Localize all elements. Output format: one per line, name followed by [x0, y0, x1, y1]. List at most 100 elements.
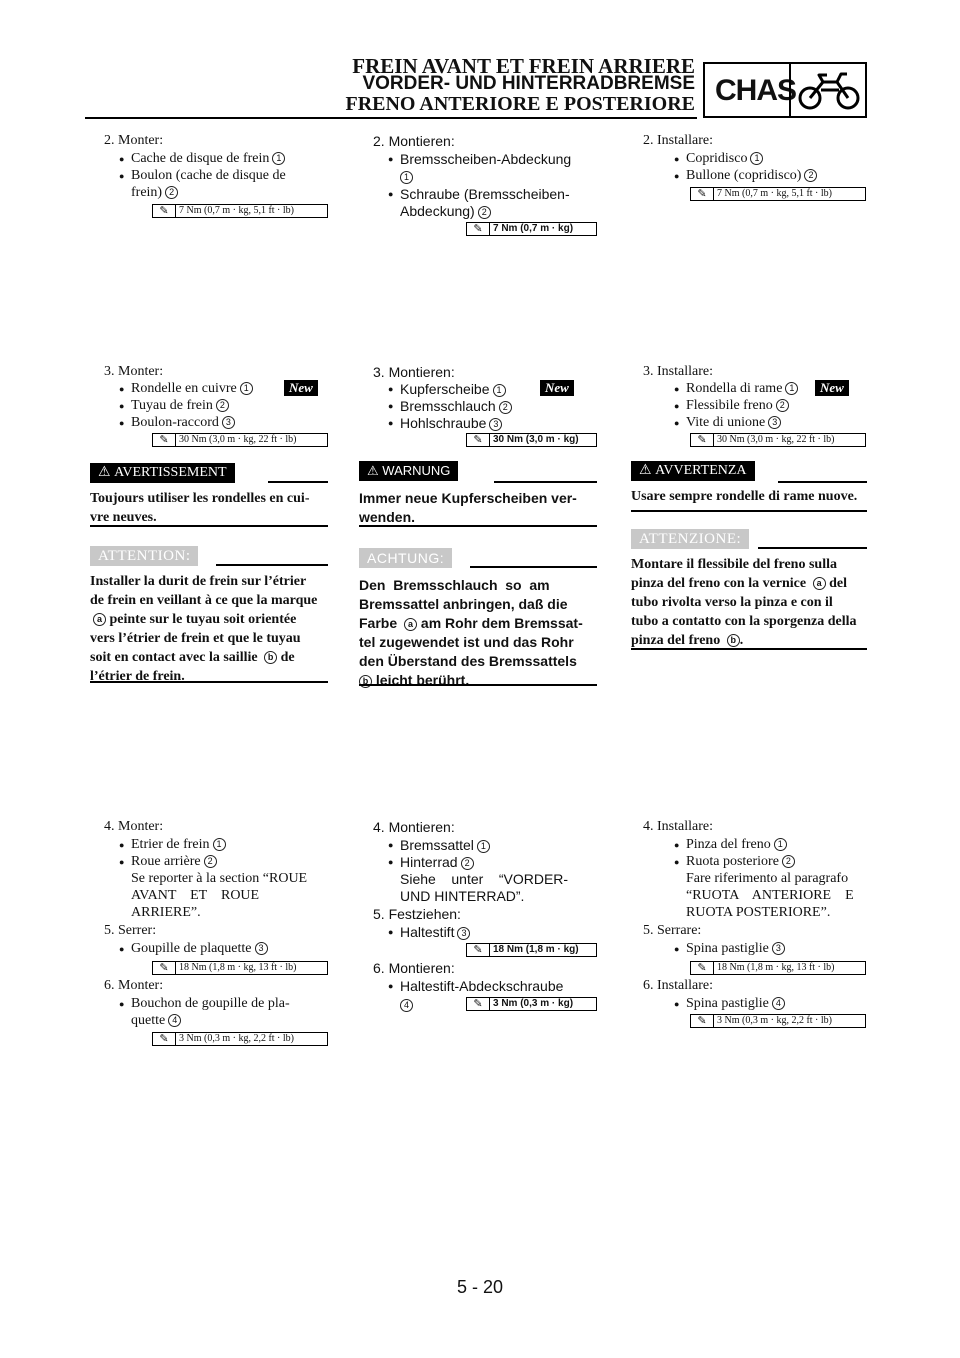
text-line: a peinte sur le tuyau soit orientée [90, 610, 330, 629]
rule [494, 481, 597, 483]
callout-1: 1 [400, 171, 413, 184]
de-step-3: 3. Montieren: [373, 364, 455, 380]
text-part: del [829, 576, 847, 591]
page-number: 5 - 20 [456, 1277, 504, 1297]
rule [631, 510, 867, 512]
text-line: Farbe a am Rohr dem Bremssat- [359, 614, 599, 633]
text-line: tubo rivolta verso la pinza e con il [631, 595, 833, 610]
callout-1: 1 [750, 152, 764, 165]
item-text: Copridisco [686, 151, 748, 166]
wrench-icon: ✎ [691, 1015, 714, 1027]
callout-4: 4 [168, 1014, 182, 1027]
fr-step-5-torque: ✎18 Nm (1,8 m · kg, 13 ft · lb) [152, 961, 328, 975]
rule [778, 481, 867, 483]
fr-step-3-torque: ✎30 Nm (3,0 m · kg, 22 ft · lb) [152, 433, 328, 447]
callout-b: b [264, 651, 278, 664]
it-step-6: 6. Installare: [643, 978, 713, 993]
wrench-icon: ✎ [691, 434, 714, 446]
text-line: de frein en veillant à ce que la marque [90, 593, 318, 608]
torque-value: 30 Nm (3,0 m · kg, 22 ft · lb) [179, 434, 297, 445]
callout-b: b [359, 675, 372, 688]
torque-value: 18 Nm (1,8 m · kg, 13 ft · lb) [717, 962, 835, 973]
item-text: Rondella di rame [686, 381, 783, 396]
warning-text: AVVERTENZA [655, 463, 747, 478]
callout-4: 4 [771, 997, 785, 1010]
item-text: Schraube (Bremsscheiben- [400, 186, 570, 202]
de-step-5: 5. Festziehen: [373, 906, 461, 922]
torque-value: 7 Nm (0,7 m · kg) [493, 223, 574, 234]
section-label: CHAS [715, 74, 797, 107]
callout-3: 3 [221, 416, 235, 429]
de-step-2-item-2-cont: Abdeckung)2 [400, 203, 491, 219]
fr-step-5: 5. Serrer: [104, 923, 157, 938]
de-step-2-item-2: Schraube (Bremsscheiben- [388, 186, 570, 202]
fr-attention-label: ATTENTION: [90, 546, 199, 566]
rule [359, 525, 597, 527]
text-line: wenden. [359, 509, 416, 525]
new-part-badge: New [815, 380, 849, 396]
text-part: pinza del freno [631, 633, 721, 648]
warning-icon: ⚠ [639, 463, 652, 478]
rule [90, 681, 328, 683]
de-warning-label: ⚠ WARNUNG [359, 461, 459, 481]
de-step-5-torque: ✎18 Nm (1,8 m · kg) [466, 943, 597, 957]
callout-a: a [812, 577, 826, 590]
text-line: b leicht berührt. [359, 671, 599, 690]
item-text: Pinza del freno [686, 837, 771, 852]
it-step-4-ref-2: “RUOTA ANTERIORE E [686, 888, 854, 903]
text-line: Installer la durit de frein sur l’étrier [90, 574, 307, 589]
item-text: Bremsschlauch [400, 398, 496, 414]
callout-1: 1 [773, 838, 787, 851]
item-text: Haltestift-Abdeckschraube [400, 978, 564, 994]
rule [470, 566, 597, 568]
wrench-icon: ✎ [153, 205, 176, 217]
callout-3: 3 [254, 942, 268, 955]
item-text: frein) [131, 185, 163, 200]
wrench-icon: ✎ [153, 434, 176, 446]
torque-value: 3 Nm (0,3 m · kg, 2,2 ft · lb) [179, 1033, 294, 1044]
new-part-badge: New [540, 380, 574, 396]
text-line: vers l’étrier de frein et que le tuyau [90, 631, 301, 646]
it-step-2-item-2: Bullone (copridisco)2 [674, 168, 818, 184]
wrench-icon: ✎ [467, 434, 490, 446]
item-text: Bullone (copridisco) [686, 168, 802, 183]
item-text: Cache de disque de frein [131, 151, 270, 166]
it-step-6-torque: ✎3 Nm (0,3 m · kg, 2,2 ft · lb) [690, 1014, 866, 1028]
text-line: Montare il flessibile del freno sulla [631, 557, 837, 572]
callout-a: a [93, 613, 106, 626]
text-line: tel zugewendet ist und das Rohr [359, 634, 574, 650]
de-attention-body: Den Bremsschlauch so am Bremssattel anbr… [359, 576, 599, 690]
header-title-fr: FREIN AVANT ET FREIN ARRIERE [352, 54, 695, 78]
text-part: soit en contact avec la saillie [90, 650, 258, 665]
text-line: soit en contact avec la saillie b de [90, 648, 330, 667]
text-line: Bremssattel anbringen, daß die [359, 596, 568, 612]
item-text: Bremsscheiben-Abdeckung [400, 151, 572, 167]
de-step-4-ref-1: Siehe unter “VORDER- [400, 871, 569, 887]
item-text: Haltestift [400, 924, 455, 940]
it-step-2: 2. Installare: [643, 133, 713, 148]
text-line: vre neuves. [90, 510, 157, 525]
item-text: Spina pastiglie [686, 941, 769, 956]
motorcycle-icon [798, 72, 860, 110]
section-badge: CHAS [703, 62, 867, 118]
callout-1: 1 [212, 838, 226, 851]
item-text: quette [131, 1013, 166, 1028]
it-step-4: 4. Installare: [643, 819, 713, 834]
header-title-de: VORDER- UND HINTERRADBREMSE [362, 73, 695, 94]
wrench-icon: ✎ [691, 188, 714, 200]
callout-a: a [404, 618, 418, 631]
rule [758, 547, 867, 549]
text-part: Farbe [359, 615, 398, 631]
fr-step-2-torque: ✎7 Nm (0,7 m · kg, 5,1 ft · lb) [152, 204, 328, 218]
